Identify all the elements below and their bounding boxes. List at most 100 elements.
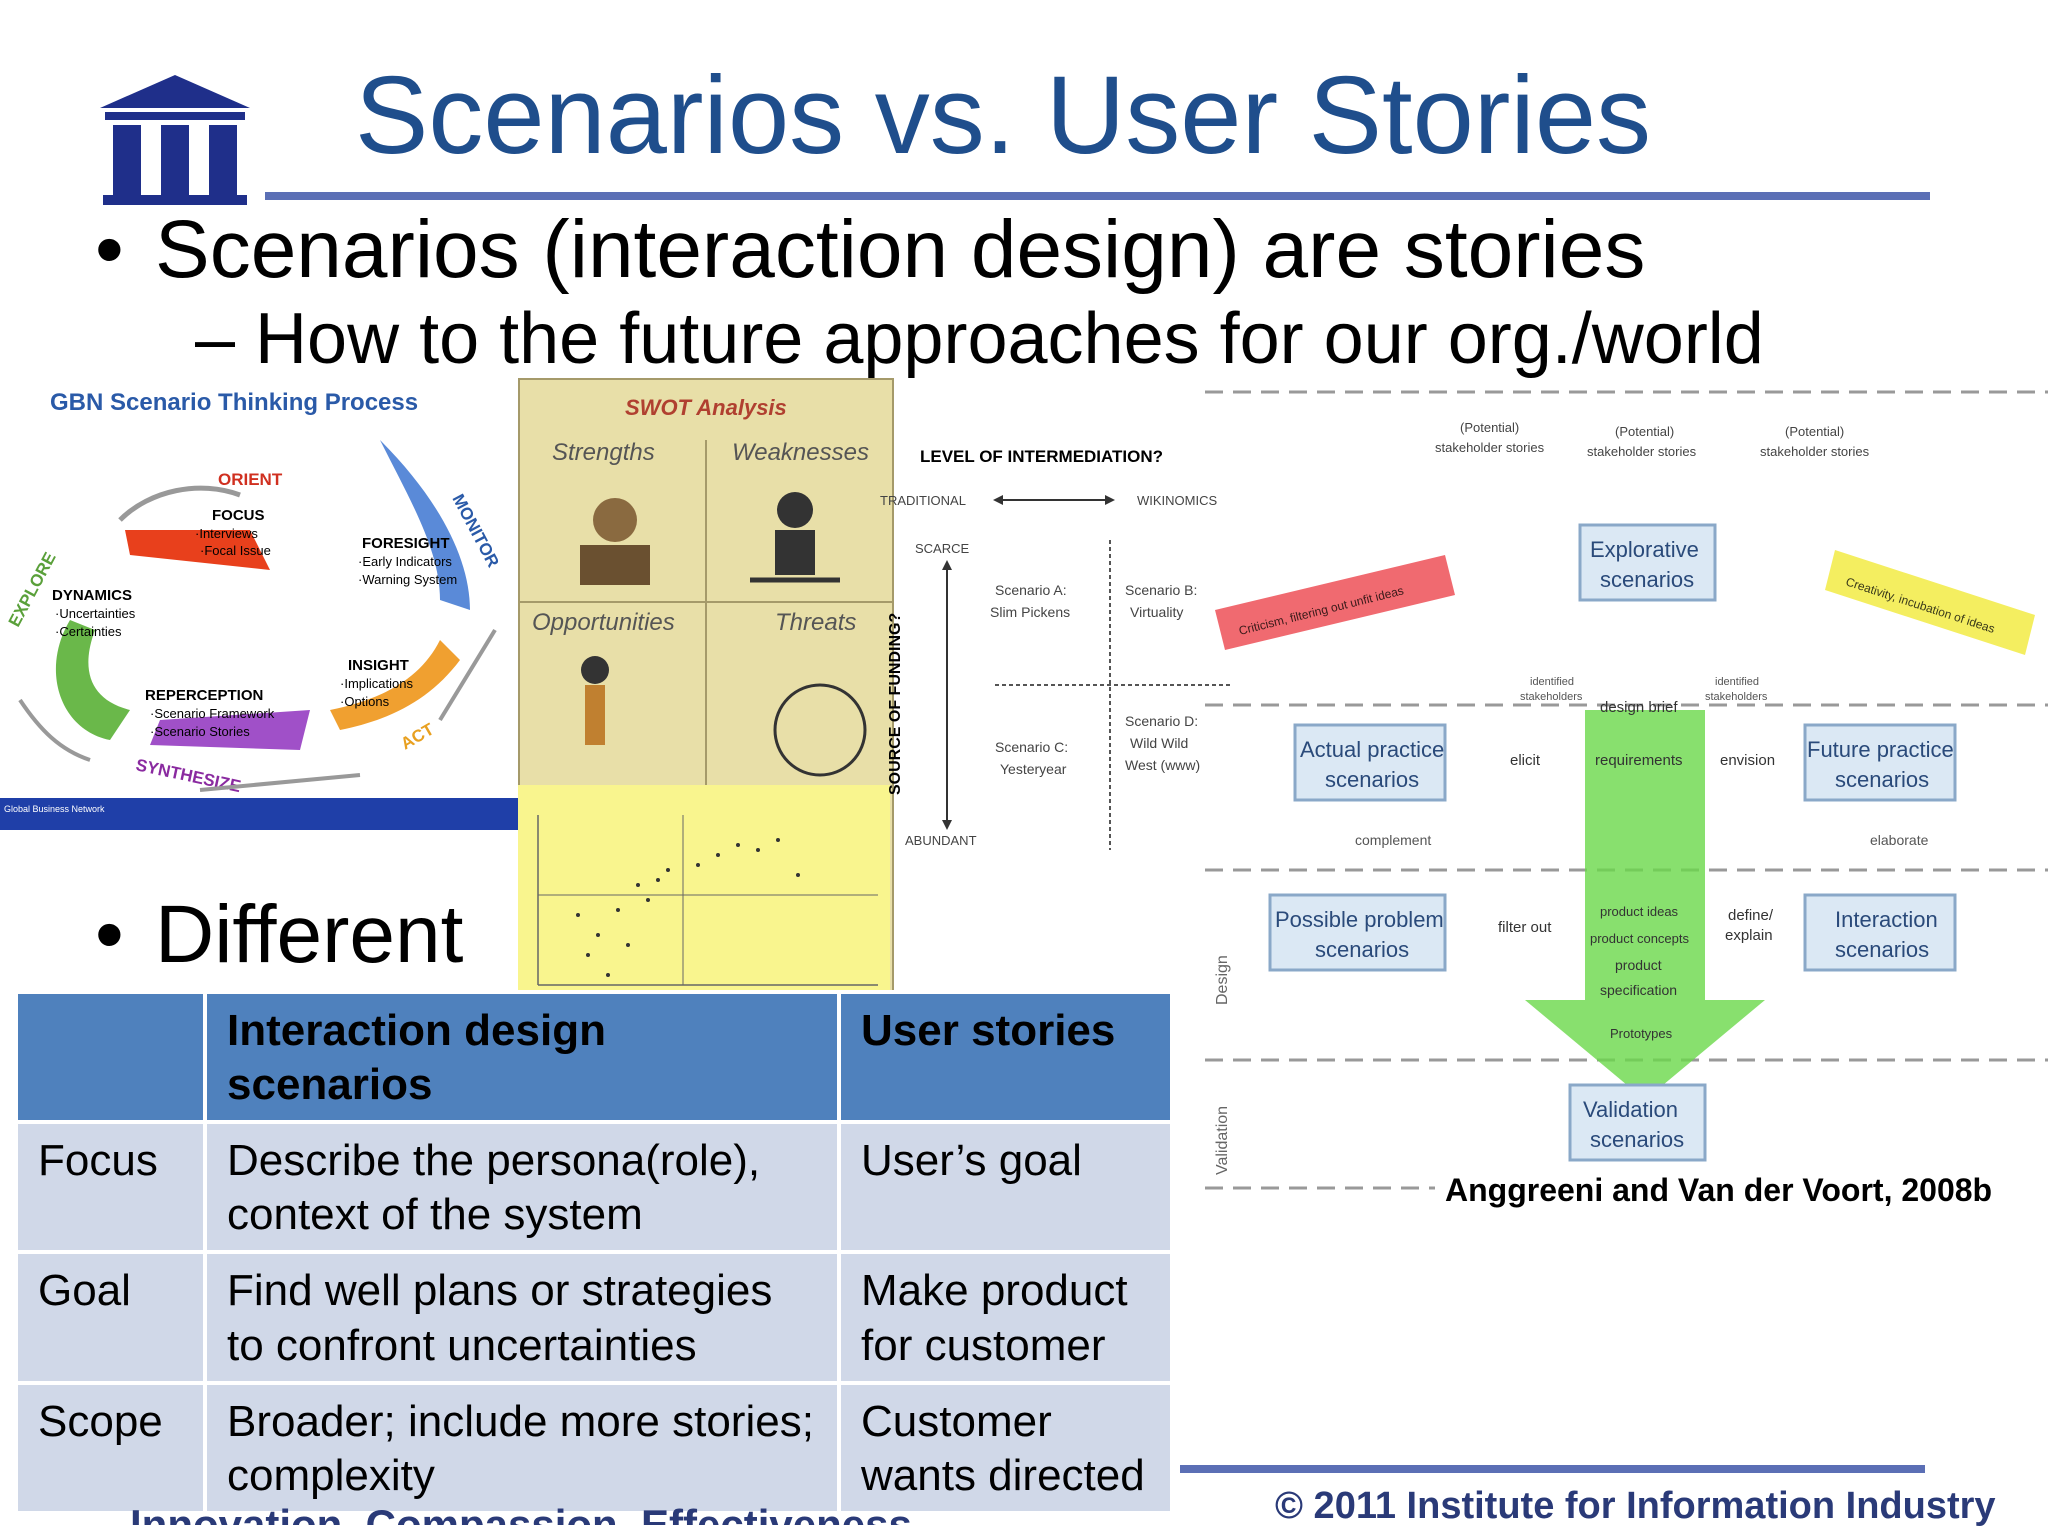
actual-practice-1: Actual practice xyxy=(1300,737,1444,762)
filter-out: filter out xyxy=(1498,919,1552,936)
elicit: elicit xyxy=(1510,752,1541,769)
bullet-different-text: Different xyxy=(155,889,464,980)
scenario-flow-diagram: Design Validation (Potential) stakeholde… xyxy=(1205,390,2048,1190)
identified-right-1: identified xyxy=(1715,676,1759,688)
table-cell: Scope xyxy=(14,1380,207,1515)
future-practice-2: scenarios xyxy=(1835,767,1929,792)
svg-text:stakeholder stories: stakeholder stories xyxy=(1435,440,1545,455)
interaction-1: Interaction xyxy=(1835,907,1938,932)
gbn-dynamics-item-2: ·Certainties xyxy=(55,624,122,639)
table-cell: Make product for customer xyxy=(837,1250,1174,1385)
requirements: requirements xyxy=(1595,752,1683,769)
side-label-validation: Validation xyxy=(1214,1106,1231,1175)
level-y-axis: SOURCE OF FUNDING? xyxy=(887,613,904,795)
footer-tagline: Innovation, Compassion, Effectiveness xyxy=(130,1501,912,1525)
swot-weaknesses: Weaknesses xyxy=(732,439,869,466)
scenario-d-name-2: West (www) xyxy=(1125,757,1200,773)
comparison-table: Interaction design scenarios User storie… xyxy=(14,989,1174,1515)
side-label-design: Design xyxy=(1214,955,1231,1005)
institute-logo xyxy=(100,75,250,205)
possible-problem-2: scenarios xyxy=(1315,937,1409,962)
table-header-cell xyxy=(14,989,207,1125)
table-header-row: Interaction design scenarios User storie… xyxy=(14,989,1174,1125)
gbn-focus: FOCUS xyxy=(212,507,265,524)
gbn-footer: Global Business Network xyxy=(4,804,105,814)
table-row: Scope Broader; include more stories; com… xyxy=(14,1380,1174,1515)
bullet-scenarios: •Scenarios (interaction design) are stor… xyxy=(95,204,1645,295)
scenario-a-title: Scenario A: xyxy=(995,582,1067,598)
title-divider xyxy=(265,192,1930,200)
bullet-marker: • xyxy=(95,889,124,980)
gbn-dynamics-item-1: ·Uncertainties xyxy=(55,606,136,621)
swot-threats: Threats xyxy=(775,609,856,636)
explain: explain xyxy=(1725,927,1773,944)
scenario-d-title: Scenario D: xyxy=(1125,713,1198,729)
svg-text:stakeholder stories: stakeholder stories xyxy=(1760,444,1870,459)
slide-title: Scenarios vs. User Stories xyxy=(355,54,1651,177)
svg-text:(Potential): (Potential) xyxy=(1615,424,1674,439)
future-practice-1: Future practice xyxy=(1807,737,1954,762)
scenario-b-title: Scenario B: xyxy=(1125,582,1197,598)
svg-text:(Potential): (Potential) xyxy=(1460,420,1519,435)
level-wikinomics: WIKINOMICS xyxy=(1137,493,1217,508)
citation: Anggreeni and Van der Voort, 2008b xyxy=(1445,1172,1993,1208)
stakeholder-stories: (Potential) stakeholder stories (Potenti… xyxy=(1435,420,1870,459)
table-cell: Describe the persona(role), context of t… xyxy=(203,1120,841,1255)
define: define/ xyxy=(1728,907,1774,924)
table-header-cell: Interaction design scenarios xyxy=(203,989,841,1125)
svg-text:stakeholder stories: stakeholder stories xyxy=(1587,444,1697,459)
possible-problem-1: Possible problem xyxy=(1275,907,1444,932)
gbn-orient: ORIENT xyxy=(218,470,283,489)
svg-text:(Potential): (Potential) xyxy=(1785,424,1844,439)
gbn-title: GBN Scenario Thinking Process xyxy=(50,389,418,416)
gbn-insight-item-1: ·Implications xyxy=(340,676,413,691)
gbn-insight: INSIGHT xyxy=(348,657,409,674)
level-title: LEVEL OF INTERMEDIATION? xyxy=(920,447,1163,466)
table-row: Focus Describe the persona(role), contex… xyxy=(14,1120,1174,1255)
table-row: Goal Find well plans or strategies to co… xyxy=(14,1250,1174,1385)
product-concepts: product concepts xyxy=(1590,931,1690,946)
interaction-2: scenarios xyxy=(1835,937,1929,962)
scenario-a-name: Slim Pickens xyxy=(990,604,1070,620)
explorative-1: Explorative xyxy=(1590,537,1699,562)
gbn-foresight: FORESIGHT xyxy=(362,535,450,552)
table-cell: Broader; include more stories; complexit… xyxy=(203,1380,841,1515)
gbn-reperception: REPERCEPTION xyxy=(145,687,263,704)
gbn-dynamics: DYNAMICS xyxy=(52,587,132,604)
explorative-2: scenarios xyxy=(1600,567,1694,592)
identified-right-2: stakeholders xyxy=(1705,691,1768,703)
product-spec-1: product xyxy=(1615,957,1662,973)
gbn-foresight-item-2: ·Warning System xyxy=(358,572,457,587)
table-cell: User’s goal xyxy=(837,1120,1174,1255)
level-scarce: SCARCE xyxy=(915,541,970,556)
footer-divider xyxy=(1180,1465,1925,1473)
gbn-insight-item-2: ·Options xyxy=(340,694,390,709)
table-cell: Focus xyxy=(14,1120,207,1255)
gbn-focus-item-1: ·Interviews xyxy=(195,526,258,541)
intermediation-matrix: LEVEL OF INTERMEDIATION? TRADITIONAL WIK… xyxy=(880,447,1230,850)
identified-left-1: identified xyxy=(1530,676,1574,688)
swot-opportunities: Opportunities xyxy=(532,609,675,636)
product-ideas: product ideas xyxy=(1600,904,1679,919)
swot-strengths: Strengths xyxy=(552,439,655,466)
prototypes: Prototypes xyxy=(1610,1026,1673,1041)
gbn-focus-item-2: ·Focal Issue xyxy=(200,543,271,558)
actual-practice-2: scenarios xyxy=(1325,767,1419,792)
sub-bullet-future: – How to the future approaches for our o… xyxy=(195,299,1764,379)
validation-1: Validation xyxy=(1583,1097,1678,1122)
scenario-b-name: Virtuality xyxy=(1130,604,1183,620)
envision: envision xyxy=(1720,752,1775,769)
product-spec-2: specification xyxy=(1600,982,1677,998)
scatter-thumbnail xyxy=(518,785,890,1008)
level-abundant: ABUNDANT xyxy=(905,833,977,848)
bullet-different: • Different xyxy=(95,889,464,980)
gbn-process-figure: GBN Scenario Thinking Process ORIENT MON… xyxy=(0,380,520,830)
complement: complement xyxy=(1355,832,1431,848)
validation-2: scenarios xyxy=(1590,1127,1684,1152)
level-traditional: TRADITIONAL xyxy=(880,493,966,508)
gbn-reperception-item-2: ·Scenario Stories xyxy=(150,724,250,739)
table-cell: Customer wants directed xyxy=(837,1380,1174,1515)
table-header-cell: User stories xyxy=(837,989,1174,1125)
table-cell: Find well plans or strategies to confron… xyxy=(203,1250,841,1385)
bullet-marker: • xyxy=(95,204,124,295)
